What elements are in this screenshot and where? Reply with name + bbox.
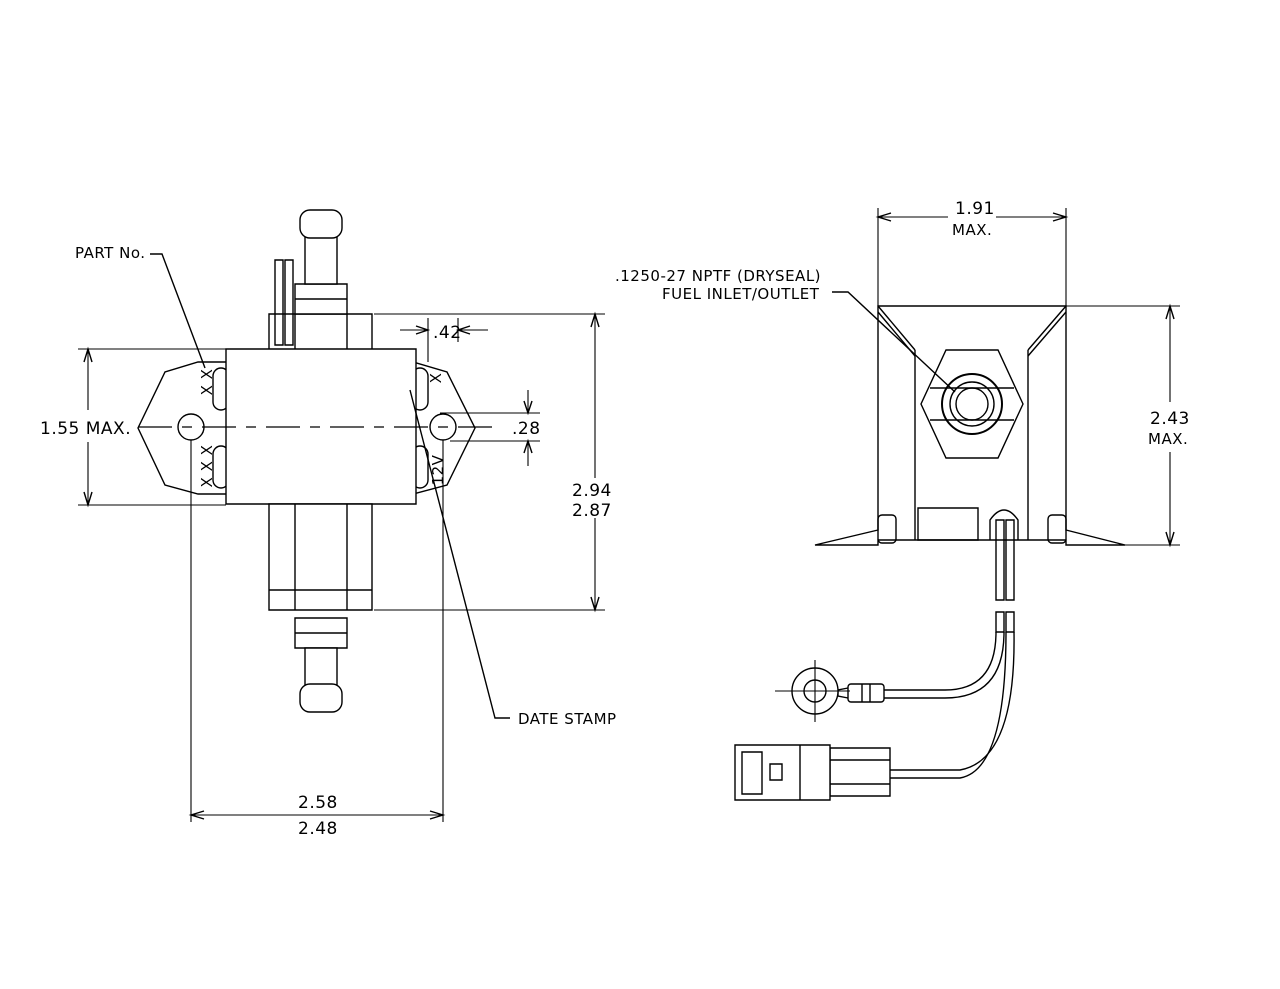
wire-pair-end: [996, 520, 1004, 600]
fitting-spec-label: .1250-27 NPTF (DRYSEAL): [615, 267, 821, 285]
dim-hole-offset: .28: [512, 419, 541, 439]
mark-xx: X X: [198, 369, 216, 396]
ground-wire: [880, 632, 996, 690]
connector-body: [830, 748, 890, 796]
fitting-leader: [832, 292, 955, 392]
upper-hose-barb: [305, 236, 337, 284]
date-stamp-leader: [410, 390, 510, 718]
dim-end-height: 2.43: [1150, 409, 1190, 429]
dim-end-width: 1.91: [955, 199, 995, 219]
part-no-label: PART No.: [75, 244, 146, 262]
dim-end-width-suffix: MAX.: [952, 221, 992, 239]
end-view: .1250-27 NPTF (DRYSEAL) FUEL INLET/OUTLE…: [615, 199, 1190, 800]
dim-height-max: 1.55 MAX.: [40, 419, 131, 439]
lower-hex-body: [269, 504, 372, 610]
mark-xxx: X X X: [198, 445, 216, 488]
dim-end-height-suffix: MAX.: [1148, 430, 1188, 448]
crimp-barrel: [848, 684, 884, 702]
part-no-leader: [150, 254, 205, 368]
wire-pair-top: [275, 260, 283, 345]
wire-loop: [990, 510, 1018, 540]
dim-width-min: 2.48: [298, 819, 338, 839]
date-stamp-label: DATE STAMP: [518, 710, 617, 728]
dim-length-max: 2.94: [572, 481, 612, 501]
dim-slot-offset: .42: [433, 323, 462, 343]
pump-housing: [226, 349, 416, 504]
dim-width-max: 2.58: [298, 793, 338, 813]
fitting-purpose-label: FUEL INLET/OUTLET: [662, 285, 820, 303]
top-view: X X X X X X 12V PART No. DATE STAMP 1.55…: [40, 210, 617, 839]
fitting-port: [942, 374, 1002, 434]
power-wire: [890, 632, 1014, 770]
mark-x: X: [427, 373, 445, 384]
stamp-12v: 12V: [429, 454, 447, 485]
dim-length-min: 2.87: [572, 501, 612, 521]
terminal-block: [918, 508, 978, 540]
hex-fitting: [921, 350, 1023, 458]
lower-hose-barb: [305, 648, 337, 688]
